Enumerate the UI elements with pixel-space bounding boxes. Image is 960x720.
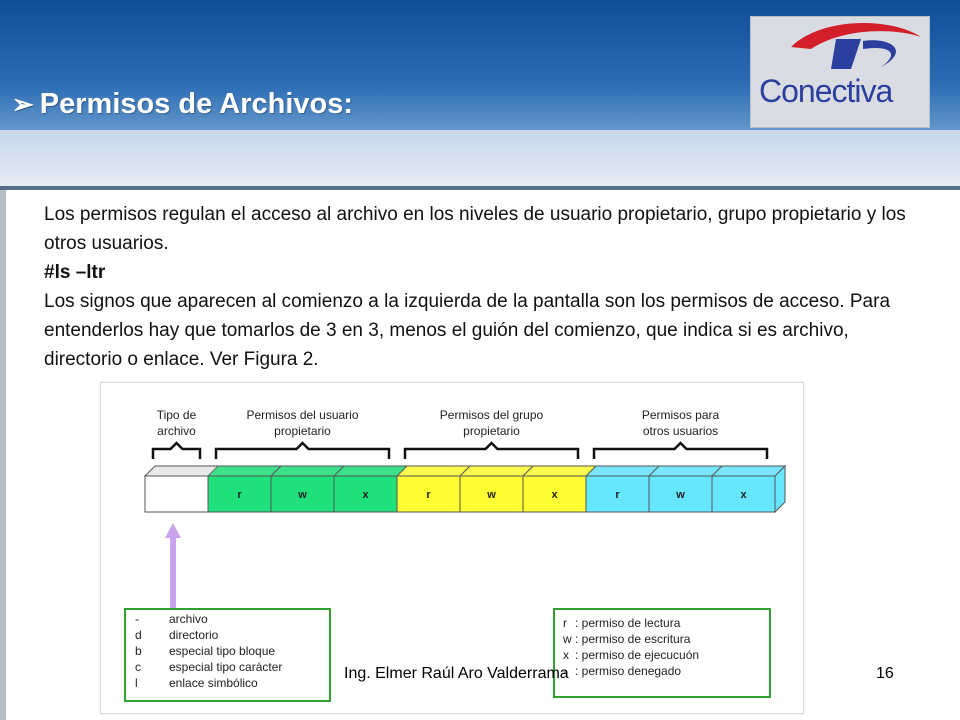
legend-label: enlace simbólico — [169, 676, 258, 690]
permission-cell-top — [458, 465, 535, 477]
up-arrow-shaft — [170, 537, 176, 609]
group-label-line2: propietario — [274, 424, 331, 438]
group-brace — [214, 441, 391, 459]
header-band — [0, 130, 960, 188]
permission-cell-top — [206, 465, 283, 477]
conectiva-logo: Conectiva — [750, 16, 930, 128]
group-label-line1: Permisos para — [642, 408, 720, 422]
legend-label: : permiso de ejecucuón — [575, 648, 699, 662]
permission-cell — [585, 475, 650, 513]
arrow-bullet-icon: ➢ — [12, 89, 34, 119]
left-edge-bar — [0, 190, 6, 720]
group-brace — [403, 441, 580, 459]
group-label-line1: Permisos del usuario — [246, 408, 358, 422]
intro-paragraph: Los permisos regulan el acceso al archiv… — [44, 204, 906, 254]
permission-cell — [207, 475, 272, 513]
page-number: 16 — [876, 665, 894, 682]
up-arrow-head — [165, 523, 181, 538]
group-label-line2: archivo — [157, 424, 196, 438]
permission-cell — [711, 475, 776, 513]
permission-cell-top — [584, 465, 661, 477]
legend-symbol: r — [563, 616, 567, 630]
legend-label: : permiso denegado — [575, 664, 681, 678]
permission-cell-top — [332, 465, 409, 477]
legend-label: : permiso de escritura — [575, 632, 691, 646]
permissions-diagram: Tipo de archivo Permisos del usuario propie… — [124, 408, 787, 702]
cells-side-face — [774, 464, 786, 514]
legend-label: directorio — [169, 628, 219, 642]
permission-cell-label: x — [740, 489, 747, 501]
legend-symbol: b — [135, 644, 142, 658]
permission-cell — [648, 475, 713, 513]
slide-title: ➢ Permisos de Archivos: — [12, 88, 353, 121]
legend-symbol: w — [562, 632, 572, 646]
permission-cell-label: r — [615, 489, 620, 501]
permission-cell-top — [521, 465, 598, 477]
permission-cell-label: r — [426, 489, 431, 501]
permission-cell-label: w — [486, 489, 496, 501]
permission-cell-top — [269, 465, 346, 477]
logo-text: Conectiva — [759, 73, 893, 109]
footer-author: Ing. Elmer Raúl Aro Valderrama — [344, 665, 569, 682]
permission-cell-top — [710, 465, 787, 477]
legend-label: especial tipo carácter — [169, 660, 282, 674]
permission-cell-label: w — [675, 489, 685, 501]
permission-cell — [333, 475, 398, 513]
group-brace — [151, 441, 202, 459]
legend-symbol: d — [135, 628, 142, 642]
slide-title-text: Permisos de Archivos: — [39, 88, 354, 120]
group-label-line2: propietario — [463, 424, 520, 438]
legend-symbol: x — [563, 648, 569, 662]
group-label-line2: otros usuarios — [643, 424, 718, 438]
logo-swoosh-icon — [791, 23, 921, 69]
legend-label: especial tipo bloque — [169, 644, 275, 658]
permission-cell-label: x — [362, 489, 369, 501]
legend-label: archivo — [169, 612, 208, 626]
permission-cell — [270, 475, 335, 513]
permissions-figure: Tipo de archivo Permisos del usuario propie… — [100, 382, 804, 714]
legend-symbol: - — [563, 664, 567, 678]
permission-cell-top — [647, 465, 724, 477]
command-text: #ls –ltr — [44, 262, 106, 283]
permission-cell — [522, 475, 587, 513]
explanation-paragraph: Los signos que aparecen al comienzo a la… — [44, 291, 891, 370]
permission-cell-top — [395, 465, 472, 477]
legend-label: : permiso de lectura — [575, 616, 681, 630]
permission-cell-label: r — [237, 489, 242, 501]
group-brace — [592, 441, 769, 459]
permission-cell-label: x — [551, 489, 558, 501]
permission-cell-label: w — [297, 489, 307, 501]
permission-cell — [459, 475, 524, 513]
legend-symbol: l — [135, 676, 138, 690]
file-type-cell — [144, 475, 209, 513]
file-type-legend-box — [124, 608, 331, 702]
permission-legend-box — [553, 608, 771, 698]
group-label-line1: Permisos del grupo — [440, 408, 544, 422]
group-label-line1: Tipo de — [157, 408, 197, 422]
legend-symbol: - — [135, 612, 139, 626]
legend-symbol: c — [135, 660, 141, 674]
header-divider — [0, 186, 960, 190]
